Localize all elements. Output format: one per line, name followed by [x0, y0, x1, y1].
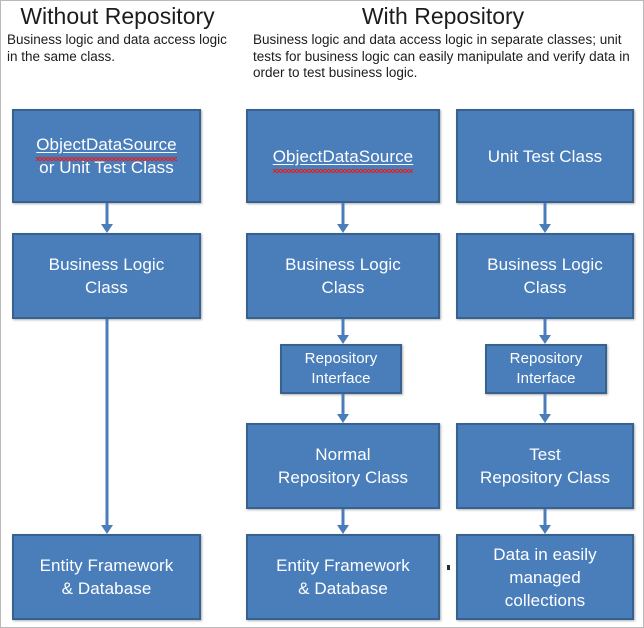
box-right-data-collections-line1: Data in easily	[493, 544, 597, 564]
box-left-entity-framework-line1: Entity Framework	[39, 556, 174, 575]
box-mid-repository-interface-line1: Repository	[304, 350, 378, 367]
box-right-test-repository-line2: Repository Class	[479, 468, 611, 487]
box-left-objectdatasource-line1: ObjectDataSource	[36, 135, 177, 161]
arrow-mid-objectdatasource-to-business-logic	[334, 203, 352, 233]
box-mid-normal-repository-line2: Repository Class	[277, 468, 409, 487]
artifact-speck	[447, 565, 450, 570]
box-right-repository-interface-line2: Interface	[516, 370, 576, 387]
box-left-entity-framework[interactable]: Entity Framework & Database	[12, 534, 201, 620]
arrow-right-business-logic-to-repository-interface	[536, 319, 554, 344]
column-title-without-repository: Without Repository	[20, 3, 215, 29]
box-mid-business-logic-line1: Business Logic	[285, 255, 401, 274]
arrow-right-test-repository-to-data-collections	[536, 509, 554, 534]
box-mid-repository-interface[interactable]: Repository Interface	[280, 344, 402, 394]
box-mid-business-logic-line2: Class	[321, 278, 365, 297]
box-right-repository-interface[interactable]: Repository Interface	[485, 344, 607, 394]
arrow-right-unit-test-to-business-logic	[536, 203, 554, 233]
box-right-business-logic[interactable]: Business Logic Class	[456, 233, 634, 319]
box-mid-normal-repository[interactable]: Normal Repository Class	[246, 423, 440, 509]
box-left-entity-framework-line2: & Database	[61, 579, 152, 598]
box-left-business-logic-line2: Class	[84, 278, 128, 297]
box-right-business-logic-line1: Business Logic	[487, 255, 603, 274]
box-left-objectdatasource-line2: or Unit Test Class	[39, 158, 174, 177]
box-right-data-collections[interactable]: Data in easily managed collections	[456, 534, 634, 620]
arrow-right-repository-interface-to-test-repository	[536, 394, 554, 423]
box-mid-entity-framework[interactable]: Entity Framework & Database	[246, 534, 440, 620]
arrow-mid-repository-interface-to-normal-repository	[334, 394, 352, 423]
arrow-left-objectdatasource-to-business-logic	[98, 203, 116, 233]
box-mid-entity-framework-line1: Entity Framework	[276, 556, 410, 575]
box-mid-repository-interface-line2: Interface	[311, 370, 371, 387]
box-right-test-repository-line1: Test	[529, 445, 561, 464]
box-left-objectdatasource[interactable]: ObjectDataSource or Unit Test Class	[12, 109, 201, 203]
box-right-test-repository[interactable]: Test Repository Class	[456, 423, 634, 509]
box-right-unit-test-class[interactable]: Unit Test Class	[456, 109, 634, 203]
column-subtitle-without-repository: Business logic and data access logic in …	[7, 32, 227, 64]
box-mid-normal-repository-line1: Normal	[315, 445, 371, 464]
box-right-data-collections-line3: collections	[504, 590, 586, 610]
box-right-data-collections-line2: managed	[509, 567, 581, 587]
box-mid-business-logic[interactable]: Business Logic Class	[246, 233, 440, 319]
box-left-business-logic[interactable]: Business Logic Class	[12, 233, 201, 319]
box-left-business-logic-line1: Business Logic	[48, 255, 165, 274]
box-right-business-logic-line2: Class	[523, 278, 567, 297]
arrow-mid-normal-repository-to-entity-framework	[334, 509, 352, 534]
box-right-unit-test-class-line1: Unit Test Class	[487, 146, 603, 166]
box-mid-objectdatasource-line1: ObjectDataSource	[272, 146, 414, 173]
box-mid-objectdatasource[interactable]: ObjectDataSource	[246, 109, 440, 203]
arrow-mid-business-logic-to-repository-interface	[334, 319, 352, 344]
column-title-with-repository: With Repository	[361, 3, 525, 29]
box-right-repository-interface-line1: Repository	[509, 350, 583, 367]
box-mid-entity-framework-line2: & Database	[298, 579, 388, 598]
column-subtitle-with-repository: Business logic and data access logic in …	[253, 32, 630, 80]
arrow-left-business-logic-to-entity-framework	[98, 319, 116, 534]
